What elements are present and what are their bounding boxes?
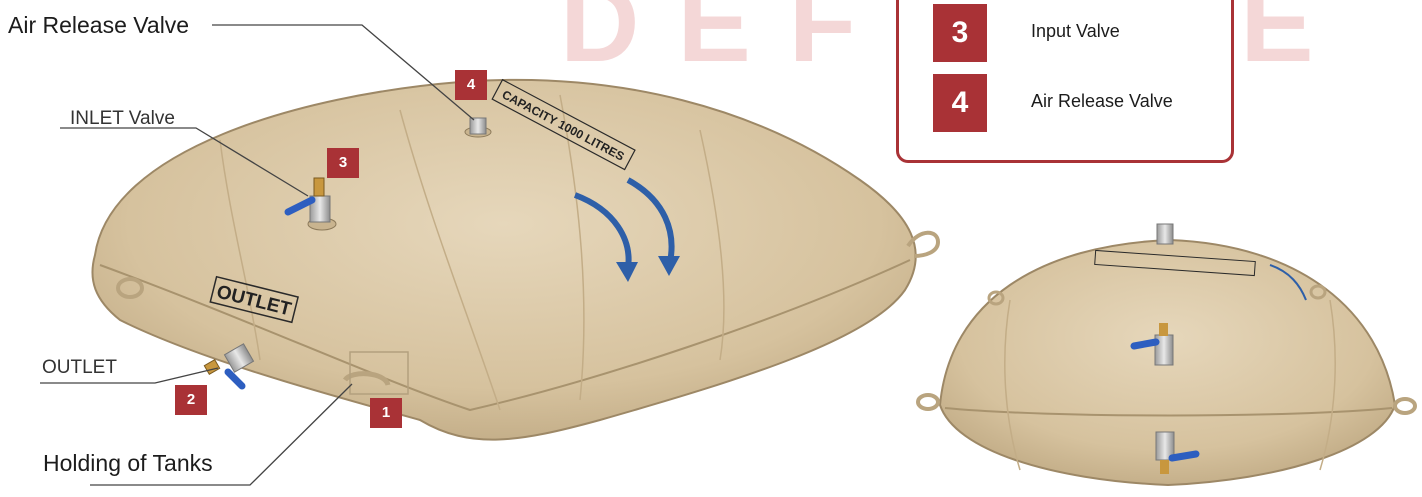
legend-badge-4: 4 <box>933 74 987 132</box>
label-outlet: OUTLET <box>42 357 117 379</box>
large-tank: OUTLET CAPACITY 1000 LITRES <box>92 80 938 440</box>
label-air-release-valve: Air Release Valve <box>8 12 189 39</box>
badge-1: 1 <box>370 398 402 428</box>
legend-text-air-release-valve: Air Release Valve <box>1031 91 1173 112</box>
small-tank <box>918 224 1415 485</box>
outlet-valve-handle <box>228 372 242 386</box>
label-inlet-valve: INLET Valve <box>70 108 175 130</box>
air-release-valve-fitting <box>470 118 486 134</box>
label-holding-of-tanks: Holding of Tanks <box>43 450 213 477</box>
legend-box: 3 Input Valve 4 Air Release Valve <box>896 0 1234 163</box>
small-tank-air-valve <box>1157 224 1173 244</box>
badge-2: 2 <box>175 385 207 415</box>
large-tank-body <box>92 80 915 440</box>
badge-4: 4 <box>455 70 487 100</box>
badge-3: 3 <box>327 148 359 178</box>
legend-badge-3: 3 <box>933 4 987 62</box>
legend-text-input-valve: Input Valve <box>1031 21 1120 42</box>
